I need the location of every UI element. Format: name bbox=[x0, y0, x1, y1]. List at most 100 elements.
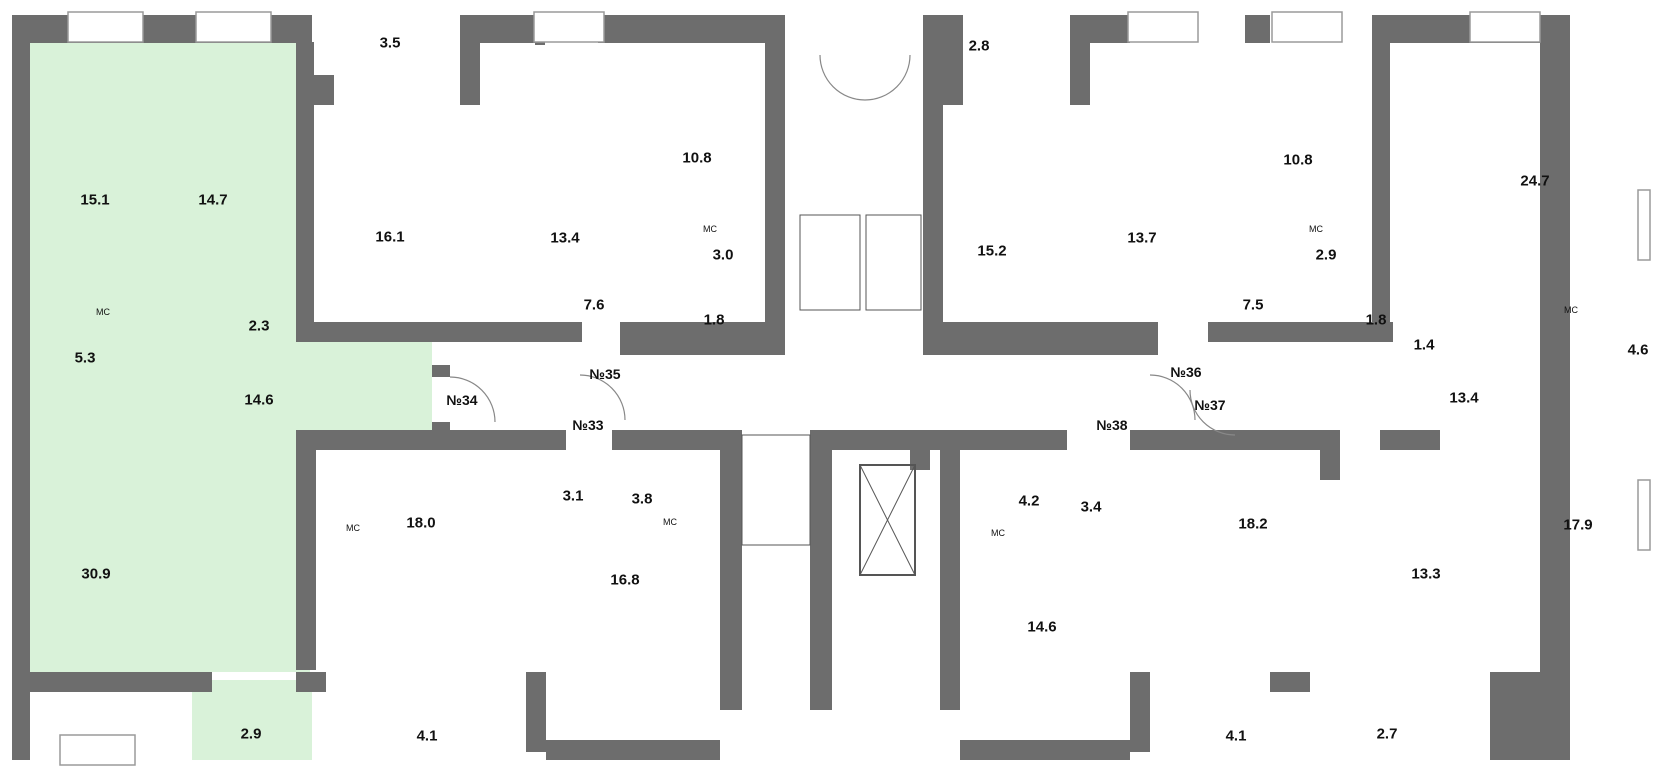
wall-segment bbox=[1490, 672, 1570, 760]
stair-flight bbox=[799, 214, 861, 311]
room-area-label: 2.9 bbox=[1315, 246, 1337, 264]
room-area-label: 4.6 bbox=[1627, 341, 1649, 359]
room-area-label: 10.8 bbox=[682, 149, 712, 167]
door-swing bbox=[579, 374, 626, 421]
door-swing bbox=[1189, 389, 1236, 436]
apartment-number-38[interactable]: №38 bbox=[1096, 417, 1128, 433]
wall-segment bbox=[432, 365, 450, 377]
wall-segment bbox=[296, 672, 326, 692]
wall-segment bbox=[1545, 395, 1570, 415]
wall-segment bbox=[546, 740, 720, 760]
room-area-label: 3.4 bbox=[1080, 498, 1102, 516]
wall-segment bbox=[923, 15, 943, 355]
apartment-number-34[interactable]: №34 bbox=[446, 392, 478, 408]
wall-segment bbox=[1540, 15, 1570, 760]
window bbox=[533, 11, 605, 43]
stair-flight bbox=[741, 434, 811, 546]
wall-segment bbox=[912, 430, 1067, 450]
room-area-label: 2.8 bbox=[968, 37, 990, 55]
room-area-label: 2.3 bbox=[248, 317, 270, 335]
door-swing bbox=[819, 54, 866, 101]
wall-segment bbox=[1320, 430, 1340, 480]
wall-segment bbox=[460, 15, 480, 105]
room-area-label: 3.1 bbox=[562, 487, 584, 505]
room-area-label: 24.7 bbox=[1520, 172, 1550, 190]
wall-segment bbox=[1372, 15, 1390, 342]
room-area-label: 13.4 bbox=[1449, 389, 1479, 407]
room-area-label: 7.5 bbox=[1242, 296, 1264, 314]
window bbox=[1271, 11, 1343, 43]
utility-cabinet-label: МС bbox=[703, 224, 717, 234]
wall-segment bbox=[832, 430, 930, 450]
room-area-label: 4.1 bbox=[416, 727, 438, 745]
window bbox=[67, 11, 144, 43]
room-area-label: 14.6 bbox=[244, 391, 274, 409]
wall-segment bbox=[1070, 15, 1090, 105]
room-area-label: 17.9 bbox=[1563, 516, 1593, 534]
wall-segment bbox=[296, 322, 582, 342]
room-area-label: 13.4 bbox=[550, 229, 580, 247]
wall-segment bbox=[810, 430, 832, 710]
room-area-label: 18.2 bbox=[1238, 515, 1268, 533]
room-area-label: 1.8 bbox=[1365, 311, 1387, 329]
wall-segment bbox=[296, 42, 314, 342]
door-swing bbox=[864, 54, 911, 101]
window bbox=[1127, 11, 1199, 43]
wall-segment bbox=[1245, 15, 1270, 43]
room-area-label: 13.7 bbox=[1127, 229, 1157, 247]
utility-cabinet-label: МС bbox=[663, 517, 677, 527]
room-area-label: 1.4 bbox=[1413, 336, 1435, 354]
wall-segment bbox=[296, 430, 316, 670]
wall-segment bbox=[1545, 430, 1570, 450]
window bbox=[1637, 479, 1651, 551]
apartment-number-33[interactable]: №33 bbox=[572, 417, 604, 433]
utility-cabinet-label: МС bbox=[1564, 305, 1578, 315]
wall-segment bbox=[720, 430, 742, 710]
wall-segment bbox=[620, 322, 785, 355]
wall-segment bbox=[526, 672, 546, 752]
wall-segment bbox=[1270, 672, 1310, 692]
room-area-label: 3.8 bbox=[631, 490, 653, 508]
wall-segment bbox=[1380, 430, 1440, 450]
room-area-label: 30.9 bbox=[81, 565, 111, 583]
door-swings bbox=[449, 54, 1236, 436]
wall-segment bbox=[1208, 322, 1393, 342]
utility-cabinet-label: МС bbox=[1309, 224, 1323, 234]
wall-segment bbox=[598, 15, 783, 43]
window bbox=[59, 734, 136, 766]
windows bbox=[59, 11, 1651, 766]
wall-segment bbox=[314, 75, 334, 105]
room-area-label: 7.6 bbox=[583, 296, 605, 314]
wall-segment bbox=[1090, 15, 1130, 43]
apartment-number-36[interactable]: №36 bbox=[1170, 364, 1202, 380]
room-area-label: 2.7 bbox=[1376, 725, 1398, 743]
room-area-label: 14.7 bbox=[198, 191, 228, 209]
room-area-label: 15.2 bbox=[977, 242, 1007, 260]
room-area-label: 4.2 bbox=[1018, 492, 1040, 510]
wall-segment bbox=[940, 430, 960, 710]
room-area-label: 10.8 bbox=[1283, 151, 1313, 169]
room-area-label: 14.6 bbox=[1027, 618, 1057, 636]
highlighted-apartment[interactable] bbox=[30, 42, 432, 672]
room-area-label: 13.3 bbox=[1411, 565, 1441, 583]
room-area-label: 1.8 bbox=[703, 311, 725, 329]
room-area-label: 3.0 bbox=[712, 246, 734, 264]
utility-cabinet-label: МС bbox=[346, 523, 360, 533]
wall-segment bbox=[480, 15, 535, 43]
room-area-label: 18.0 bbox=[406, 514, 436, 532]
wall-segment bbox=[296, 430, 566, 450]
apartment-number-37[interactable]: №37 bbox=[1194, 397, 1226, 413]
wall-segment bbox=[1130, 672, 1150, 752]
room-area-label: 16.1 bbox=[375, 228, 405, 246]
room-area-label: 2.9 bbox=[240, 725, 262, 743]
window bbox=[1469, 11, 1541, 43]
room-area-label: 16.8 bbox=[610, 571, 640, 589]
room-area-label: 15.1 bbox=[80, 191, 110, 209]
elevator-shaft bbox=[859, 464, 916, 576]
window bbox=[195, 11, 272, 43]
door-swing bbox=[1149, 374, 1196, 421]
wall-segment bbox=[943, 15, 963, 105]
apartment-number-35[interactable]: №35 bbox=[589, 366, 621, 382]
